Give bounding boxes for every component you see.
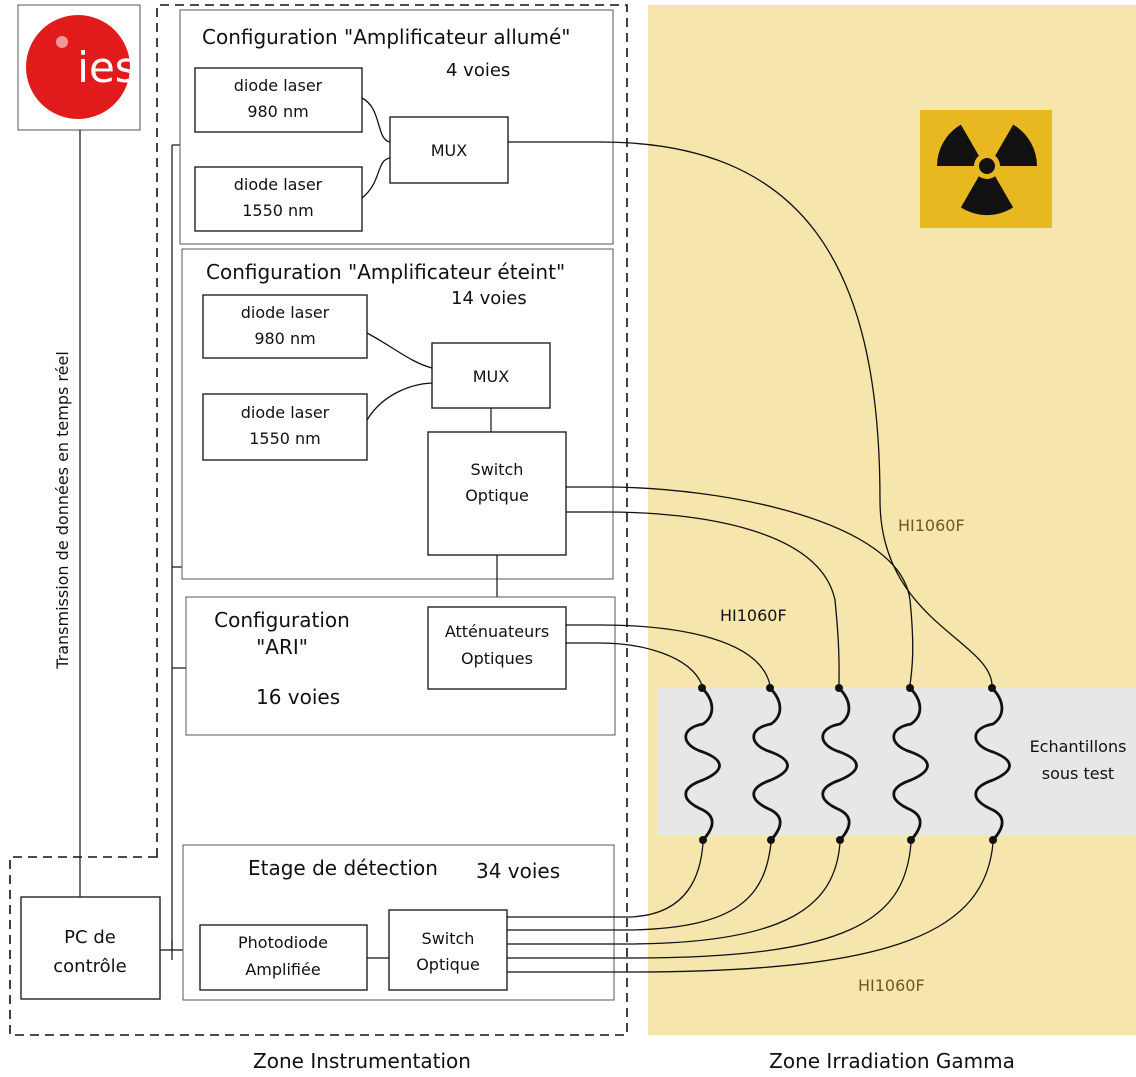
config-ari-attenuator-l1: Atténuateurs [445, 622, 549, 641]
config-off-mux-label: MUX [473, 367, 510, 386]
config-off-mux [431, 342, 551, 409]
sample-coil-5 [974, 684, 1011, 844]
sample-coil-2 [752, 684, 789, 844]
config-on-mux-label: MUX [431, 141, 468, 160]
config-off-channels: 14 voies [451, 288, 527, 309]
config-off-laser-980 [202, 294, 368, 359]
zone-irradiation-label: Zone Irradiation Gamma [769, 1049, 1015, 1073]
config-on-laser-1550 [194, 166, 363, 232]
pc-label-line1: PC de [64, 927, 116, 948]
samples-band [657, 688, 1136, 836]
radiation-hazard-icon [920, 110, 1052, 228]
config-on-channels: 4 voies [446, 60, 510, 81]
sample-coils [684, 684, 1011, 844]
config-off-laser-980-l2: 980 nm [254, 329, 315, 348]
config-off-switch-l1: Switch [471, 460, 524, 479]
zone-instrumentation-label: Zone Instrumentation [253, 1049, 471, 1073]
config-on-link-1550 [361, 157, 391, 199]
config-on-laser-1550-l1: diode laser [234, 175, 323, 194]
detection-photodiode-l1: Photodiode [238, 933, 328, 952]
pc-box [20, 896, 161, 1000]
config-ari-attenuator [427, 606, 567, 690]
config-on-laser-980 [194, 67, 363, 133]
fiber-label-top: HI1060F [898, 516, 965, 535]
fiber-label-bottom: HI1060F [858, 976, 925, 995]
ies-logo: ies [26, 15, 137, 119]
config-off-switch-l2: Optique [465, 486, 529, 505]
config-off-laser-1550-l1: diode laser [241, 403, 330, 422]
detection-switch-l2: Optique [416, 955, 480, 974]
config-on-laser-980-l1: diode laser [234, 76, 323, 95]
sample-coil-4 [892, 684, 929, 844]
config-ari-channels: 16 voies [256, 685, 340, 709]
config-on-mux [389, 116, 509, 184]
detection-switch [388, 909, 508, 991]
logo-text: ies [77, 43, 136, 92]
config-on-title: Configuration "Amplificateur allumé" [202, 25, 570, 49]
output-fibers [507, 842, 994, 973]
irradiation-zone-background [648, 5, 1136, 1035]
sample-coil-3 [821, 684, 858, 844]
samples-label-l1: Echantillons [1030, 737, 1127, 756]
sample-coil-1 [684, 684, 721, 844]
samples-label-l2: sous test [1042, 764, 1114, 783]
detection-title: Etage de détection [248, 856, 438, 880]
detection-switch-l1: Switch [422, 929, 475, 948]
detection-photodiode-l2: Amplifiée [245, 960, 320, 979]
pc-label-line2: contrôle [53, 956, 126, 977]
config-off-switch [427, 431, 567, 556]
config-off-link-980 [366, 332, 433, 369]
config-off-link-1550 [366, 382, 433, 421]
config-off-laser-980-l1: diode laser [241, 303, 330, 322]
config-off-laser-1550-l2: 1550 nm [249, 429, 321, 448]
config-off-title: Configuration "Amplificateur éteint" [206, 260, 565, 284]
config-ari-title-l1: Configuration [214, 608, 350, 632]
config-on-link-980 [361, 97, 391, 143]
config-ari-attenuator-l2: Optiques [461, 649, 533, 668]
transmission-label: Transmission de données en temps réel [53, 351, 72, 670]
detection-channels: 34 voies [476, 859, 560, 883]
fiber-label-middle: HI1060F [720, 606, 787, 625]
config-ari-title-l2: "ARI" [256, 635, 308, 659]
input-fibers [508, 141, 993, 686]
config-on-laser-1550-l2: 1550 nm [242, 201, 314, 220]
config-on-laser-980-l2: 980 nm [247, 102, 308, 121]
config-off-laser-1550 [202, 393, 368, 461]
detection-photodiode [199, 924, 368, 991]
